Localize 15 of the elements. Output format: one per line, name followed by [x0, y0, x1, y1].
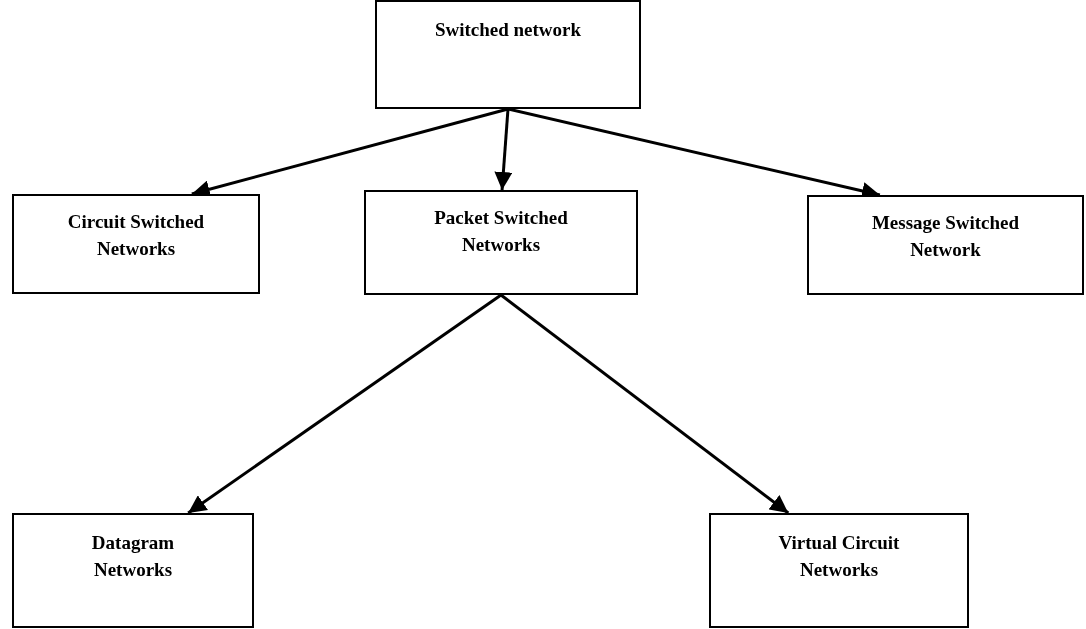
arrow — [187, 293, 502, 515]
process-box — [807, 195, 1084, 295]
process-box — [709, 513, 969, 628]
process-box — [12, 194, 260, 294]
process-box — [364, 190, 638, 295]
node-label: Packet Switched Networks — [433, 206, 569, 257]
node-label: Circuit Switched Networks — [66, 210, 206, 261]
node-label: Datagram Networks — [90, 531, 176, 582]
node-label: Switched network — [433, 18, 583, 42]
process-box — [12, 513, 254, 628]
process-box — [375, 0, 641, 109]
arrow — [494, 108, 513, 191]
node-label: Virtual Circuit Networks — [777, 531, 901, 582]
arrow — [500, 293, 790, 515]
node-label: Message Switched Network — [870, 211, 1021, 262]
